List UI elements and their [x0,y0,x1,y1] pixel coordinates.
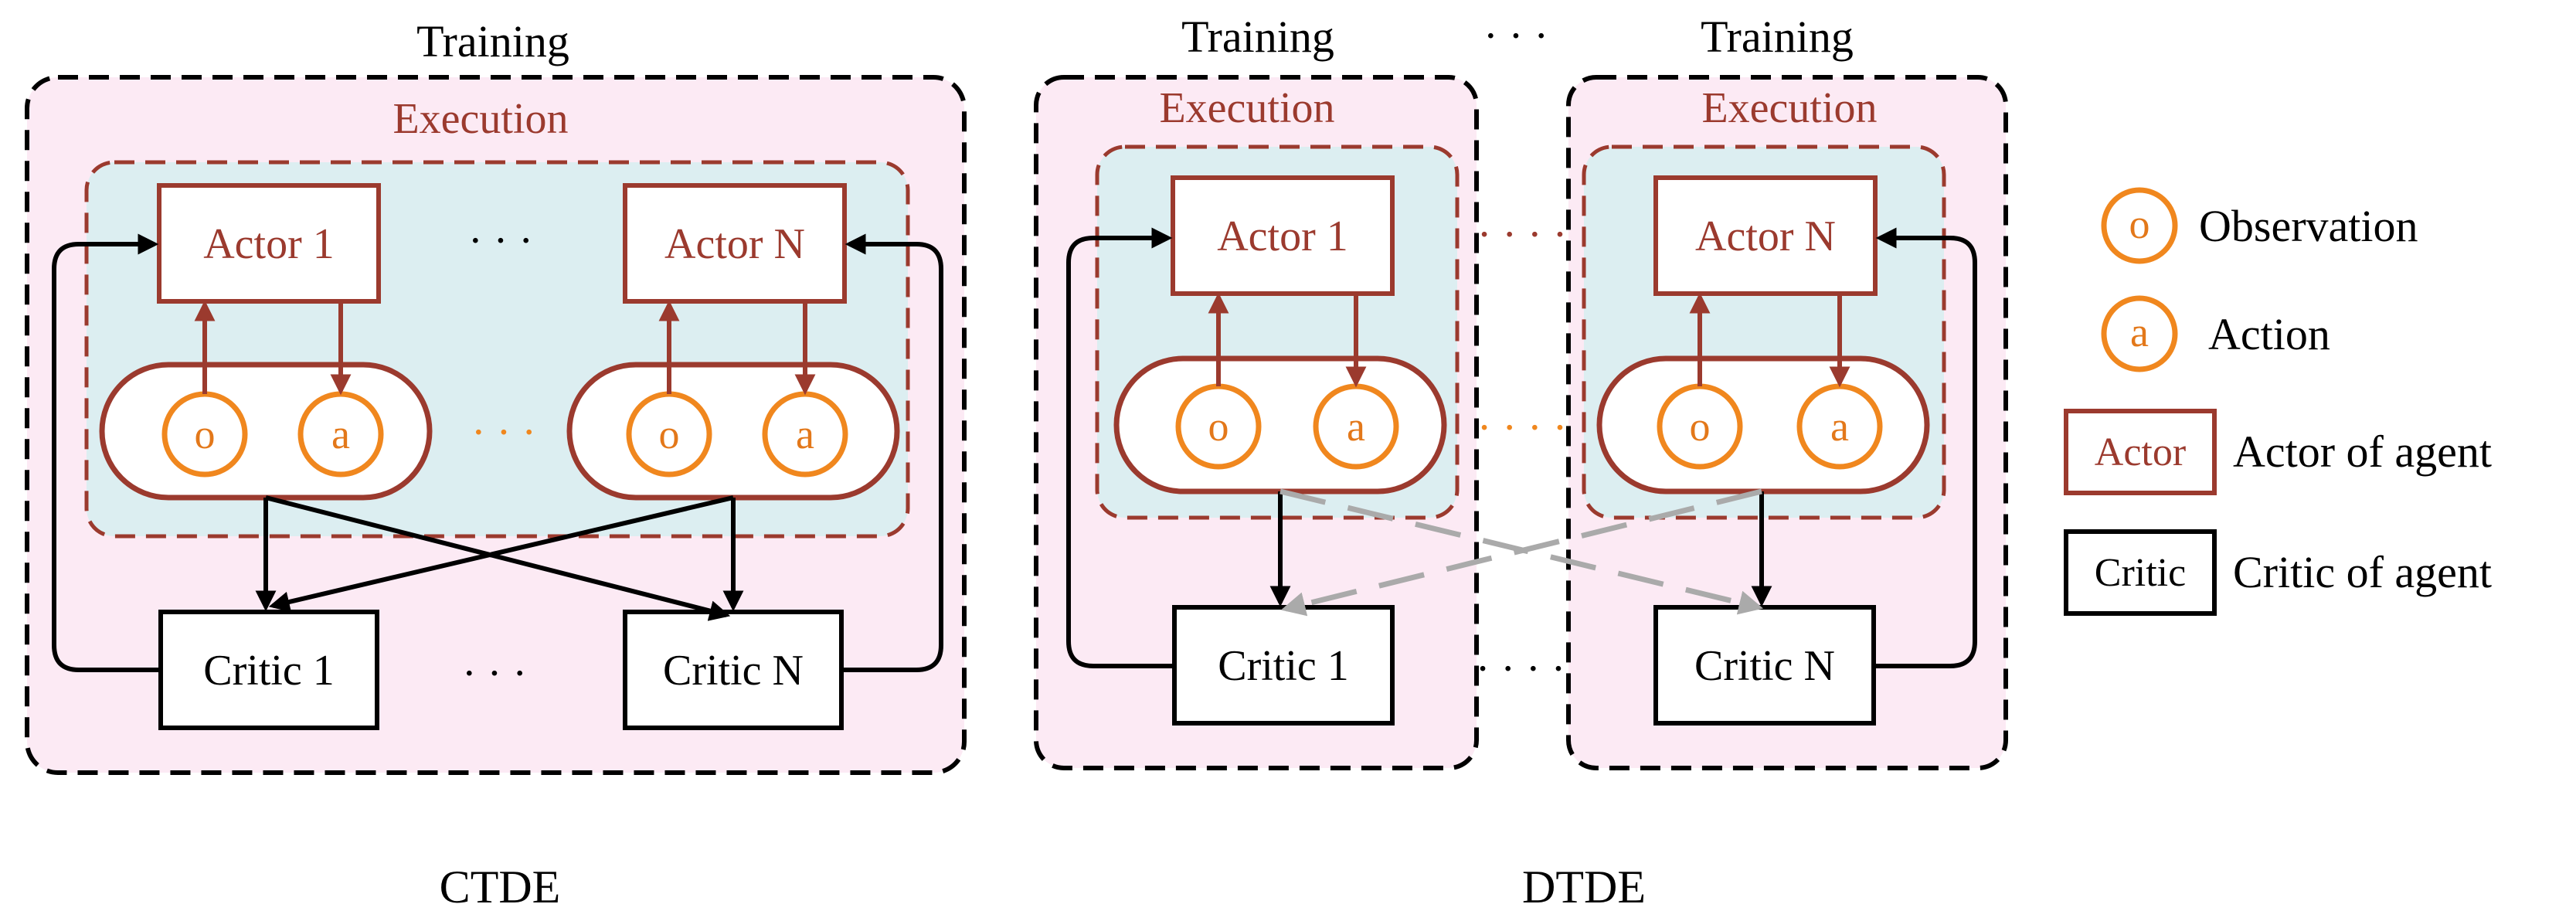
legend-action-symbol [2101,295,2178,372]
dtde-critic-n-label: Critic N [1694,642,1835,690]
dtde-actor-n-box: Actor N [1653,175,1878,296]
legend-critic-symbol [2064,529,2217,616]
dtde-agent-ellipsis: · · · · [1477,404,1568,452]
ctde-critic-1-label: Critic 1 [203,647,335,695]
dtde-training-ellipsis: · · · [1483,12,1548,60]
legend-critic-label: Critic of agent [2233,547,2492,597]
dtde-agent-1-observation: o [1175,383,1262,470]
dtde-agent-n-observation: o [1657,383,1743,470]
dtde-agent-1-training-title: Training [1181,12,1334,62]
svg-text:a: a [2130,309,2149,355]
dtde-panel: Training Execution Training Execution · … [1034,12,2008,770]
svg-text:Critic: Critic [2095,551,2186,595]
svg-text:o: o [1208,403,1229,450]
dtde-critic-1-label: Critic 1 [1218,642,1349,690]
svg-text:o: o [195,411,216,457]
dtde-critic-1-box: Critic 1 [1172,605,1395,726]
ctde-critic-ellipsis: · · · [462,650,527,698]
ctde-execution-title: Execution [393,95,568,143]
dtde-agent-n-to-critic-1-gray-arrow [1280,488,1762,617]
svg-text:Actor: Actor [2095,430,2186,474]
dtde-critic-1-feedback-arrow [1066,227,1174,668]
svg-text:a: a [1347,403,1365,450]
dtde-critic-ellipsis: · · · · [1476,645,1566,693]
ctde-actor-1-label: Actor 1 [203,220,335,268]
ctde-agent-n-to-critic-1-arrow [268,495,734,613]
dtde-actor-n-label: Actor N [1695,212,1836,260]
dtde-agent-1-action: a [1313,383,1399,470]
dtde-actor-1-box: Actor 1 [1171,175,1395,296]
legend-observation-item: o Observation [2101,187,2418,264]
legend-observation-symbol [2101,187,2178,264]
dtde-agent-n-action: a [1796,383,1883,470]
ctde-critic-n-label: Critic N [663,647,804,695]
ctde-critic-n-box: Critic N [623,610,844,730]
legend: o Observation a Action Actor Actor of ag… [2064,187,2492,616]
ctde-agent-n-capsule [566,362,900,501]
ctde-agent-1-observation: o [161,391,248,477]
svg-text:a: a [1830,403,1849,450]
ctde-training-title: Training [416,16,569,66]
ctde-agent-n-action: a [762,391,848,477]
dtde-agent-n-execution-title: Execution [1701,84,1877,132]
ctde-agent-ellipsis: · · · [471,409,536,457]
dtde-caption: DTDE [1522,862,1646,913]
dtde-critic-n-box: Critic N [1653,605,1876,726]
svg-text:o: o [2129,201,2150,247]
dtde-agent-1-execution-title: Execution [1159,84,1334,132]
ctde-caption: CTDE [440,862,561,913]
legend-critic-item: Critic Critic of agent [2064,529,2492,616]
legend-actor-label: Actor of agent [2233,427,2492,477]
legend-action-label: Action [2208,309,2330,359]
ctde-actor-n-label: Actor N [664,220,805,268]
dtde-critic-n-feedback-arrow [1874,227,1977,668]
dtde-agent-n-training-title: Training [1701,12,1854,62]
ctde-critic-1-box: Critic 1 [158,610,379,730]
legend-observation-label: Observation [2199,201,2418,251]
ctde-actor-ellipsis: · · · [468,217,533,265]
ctde-actor-n-box: Actor N [623,183,847,304]
ctde-actor-1-box: Actor 1 [157,183,381,304]
dtde-actor-1-label: Actor 1 [1217,212,1348,260]
dtde-actor-ellipsis: · · · · [1477,211,1568,259]
ctde-agent-1-to-critic-n-arrow [265,495,731,621]
svg-text:a: a [331,411,350,457]
legend-actor-item: Actor Actor of agent [2064,409,2492,495]
ctde-critic-n-feedback-arrow [841,233,943,672]
svg-text:o: o [659,411,680,457]
svg-text:o: o [1690,403,1711,450]
legend-action-item: a Action [2101,295,2330,372]
legend-actor-symbol [2064,409,2217,495]
ctde-agent-1-action: a [297,391,384,477]
ctde-critic-1-feedback-arrow [52,233,161,672]
svg-text:a: a [796,411,814,457]
ctde-agent-n-observation: o [626,391,712,477]
ctde-panel: Training Execution Actor 1 Actor N · · ·… [25,16,967,775]
